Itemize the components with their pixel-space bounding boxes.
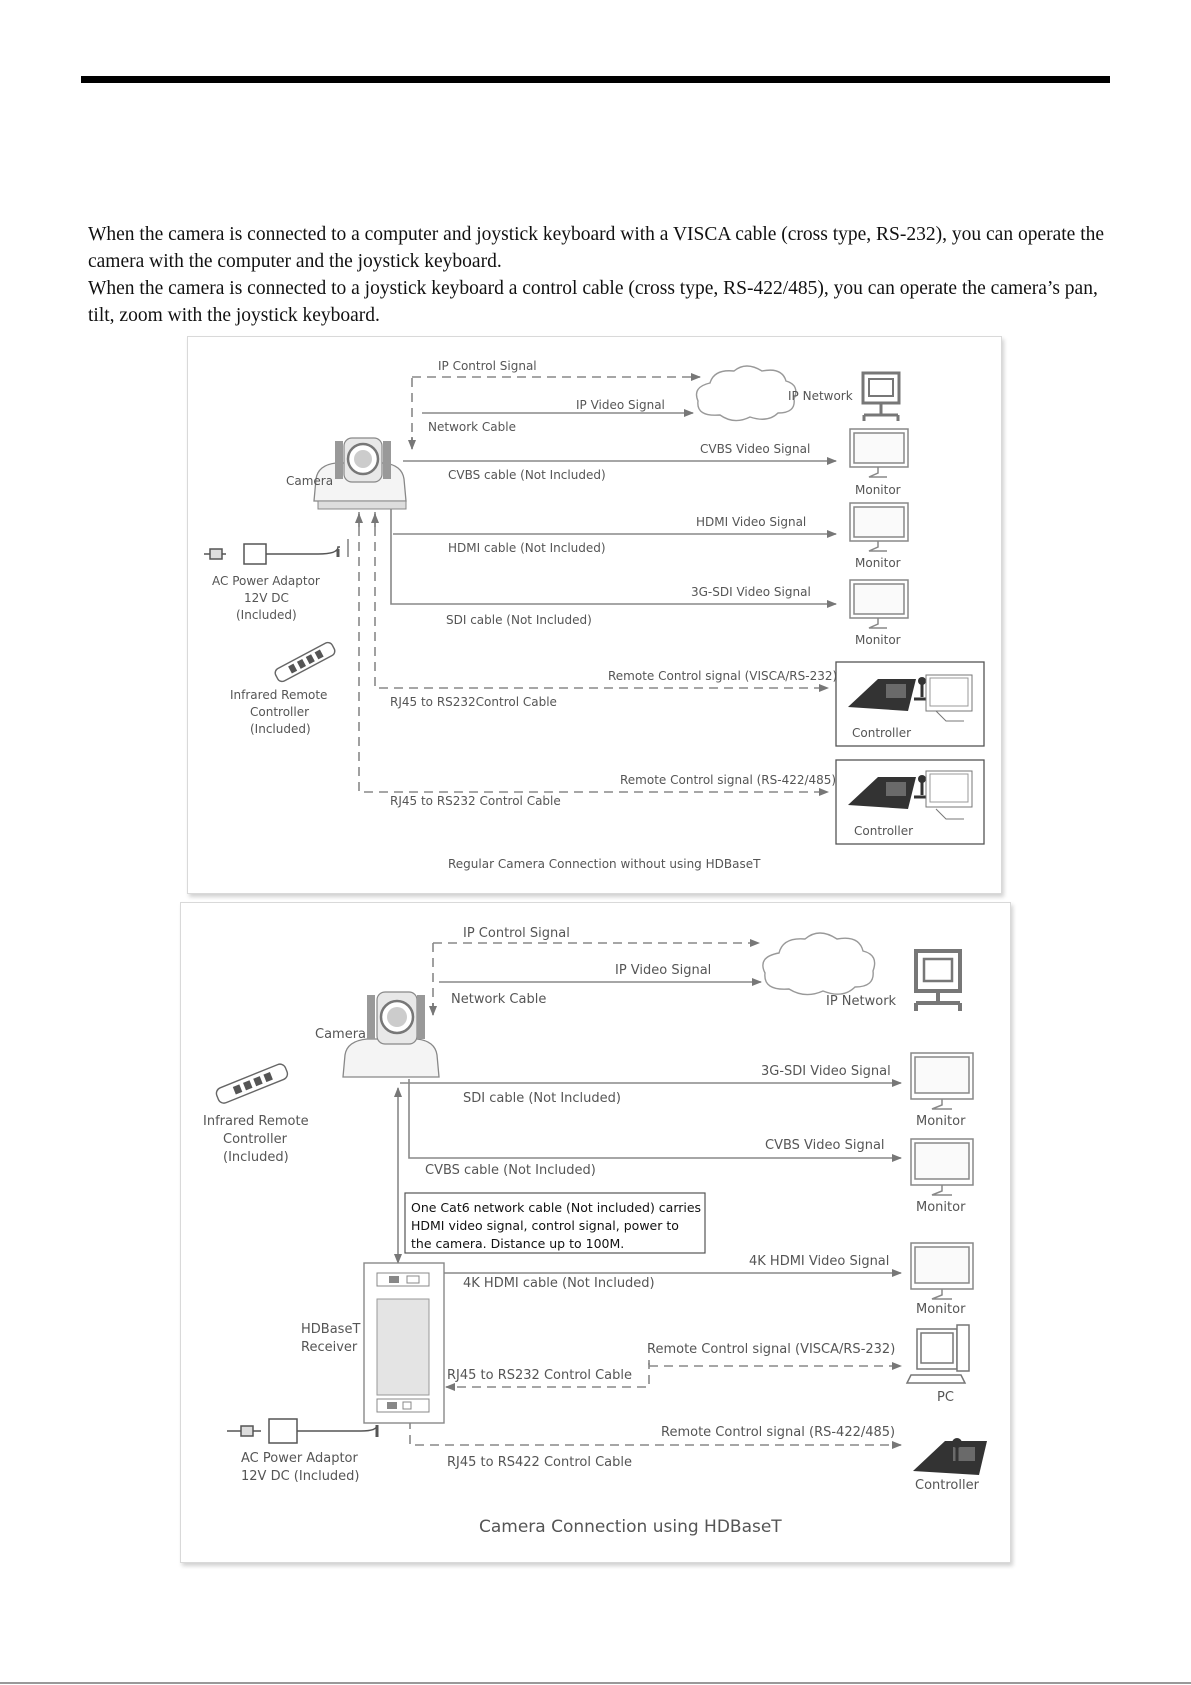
sdi-cable-label: SDI cable (Not Included) <box>446 613 592 627</box>
ip-control-signal-label: IP Control Signal <box>438 359 537 373</box>
infrared-remote-label-1: Infrared Remote <box>230 688 327 702</box>
diagram-regular-connection: IP Control Signal IP Video Signal IP Net… <box>187 336 1002 894</box>
infrared-remote-label-3: (Included) <box>250 722 311 736</box>
cloud-icon <box>695 365 797 422</box>
controller-label: Controller <box>852 726 911 740</box>
ip-control-signal-label: IP Control Signal <box>463 926 570 941</box>
note-line-3: the camera. Distance up to 100M. <box>411 1236 624 1251</box>
monitor-label: Monitor <box>916 1200 966 1215</box>
cvbs-video-signal-label: CVBS Video Signal <box>700 442 810 456</box>
monitor-label: Monitor <box>855 483 901 497</box>
monitor-label: Monitor <box>855 556 901 570</box>
monitor-label: Monitor <box>855 633 901 647</box>
intro-line-1: When the camera is connected to a comput… <box>88 224 1105 245</box>
rj45-rs232b-label: RJ45 to RS232 Control Cable <box>390 794 561 808</box>
hdbaset-label-2: Receiver <box>301 1340 358 1355</box>
ac-adaptor-label-2: 12V DC (Included) <box>241 1469 360 1484</box>
remote-control-422-label: Remote Control signal (RS-422/485) <box>620 773 836 787</box>
monitor-icon <box>910 1052 974 1300</box>
pc-icon <box>905 1324 970 1384</box>
network-cable-label: Network Cable <box>451 992 546 1007</box>
intro-paragraph: When the camera is connected to a comput… <box>88 221 1113 329</box>
ip-video-signal-label: IP Video Signal <box>615 963 711 978</box>
ip-video-signal-label: IP Video Signal <box>576 398 665 412</box>
controller-label: Controller <box>854 824 913 838</box>
intro-line-4: tilt, zoom with the joystick keyboard. <box>88 305 380 326</box>
rj45-rs232-label: RJ45 to RS232Control Cable <box>390 695 557 709</box>
power-adaptor-icon <box>227 1418 379 1444</box>
diagram-hdbaset-svg: IP Control Signal IP Video Signal Networ… <box>203 926 987 1537</box>
controller-icon <box>913 1438 987 1475</box>
infrared-remote-icon <box>215 1063 289 1104</box>
camera-label: Camera <box>286 474 333 488</box>
hdbaset-label-1: HDBaseT <box>301 1322 360 1337</box>
infrared-remote-label-1: Infrared Remote <box>203 1114 309 1129</box>
ac-adaptor-label-1: AC Power Adaptor <box>212 574 320 588</box>
hdmi4k-cable-label: 4K HDMI cable (Not Included) <box>463 1276 655 1291</box>
diagram2-caption: Camera Connection using HDBaseT <box>479 1517 782 1537</box>
cvbs-cable-label: CVBS cable (Not Included) <box>448 468 606 482</box>
hdbaset-receiver-icon <box>363 1262 445 1424</box>
ac-adaptor-label-2: 12V DC <box>244 591 289 605</box>
controller-box-2 <box>835 759 985 845</box>
computer-icon <box>861 371 901 421</box>
monitor-icon <box>849 428 909 629</box>
sdi-cable-label: SDI cable (Not Included) <box>463 1091 621 1106</box>
intro-line-3: When the camera is connected to a joysti… <box>88 278 1098 299</box>
hdmi-video-signal-label: HDMI Video Signal <box>696 515 806 529</box>
ac-adaptor-label-3: (Included) <box>236 608 297 622</box>
controller-box-1 <box>835 661 985 747</box>
camera-icon <box>342 991 440 1078</box>
header-rule <box>81 76 1110 83</box>
footer-rule <box>0 1682 1191 1684</box>
remote-control-visca-label: Remote Control signal (VISCA/RS-232) <box>608 669 837 683</box>
diagram-regular-svg: IP Control Signal IP Video Signal IP Net… <box>204 359 985 871</box>
ip-network-label: IP Network <box>788 389 853 403</box>
diagram1-caption: Regular Camera Connection without using … <box>448 857 761 871</box>
infrared-remote-label-3: (Included) <box>223 1150 289 1165</box>
hdmi4k-video-signal-label: 4K HDMI Video Signal <box>749 1254 889 1269</box>
pc-label: PC <box>937 1390 954 1405</box>
controller-label: Controller <box>915 1478 980 1493</box>
cloud-icon <box>762 932 876 996</box>
camera-label: Camera <box>315 1027 366 1042</box>
note-line-2: HDMI video signal, control signal, power… <box>411 1218 679 1233</box>
sdi-video-signal-label: 3G-SDI Video Signal <box>761 1064 891 1079</box>
ip-network-label: IP Network <box>826 994 897 1009</box>
ac-adaptor-label-1: AC Power Adaptor <box>241 1451 358 1466</box>
rj45-rs422-label: RJ45 to RS422 Control Cable <box>447 1455 632 1470</box>
computer-icon <box>914 949 962 1011</box>
cvbs-video-signal-label: CVBS Video Signal <box>765 1138 885 1153</box>
rj45-rs232-label: RJ45 to RS232 Control Cable <box>447 1368 632 1383</box>
hdmi-cable-label: HDMI cable (Not Included) <box>448 541 606 555</box>
note-line-1: One Cat6 network cable (Not included) ca… <box>411 1200 701 1215</box>
power-adaptor-icon <box>204 543 340 565</box>
cvbs-cable-label: CVBS cable (Not Included) <box>425 1163 596 1178</box>
camera-icon <box>313 437 407 510</box>
infrared-remote-icon <box>274 641 336 683</box>
intro-line-2: camera with the computer and the joystic… <box>88 251 502 272</box>
remote-control-422-label: Remote Control signal (RS-422/485) <box>661 1425 895 1440</box>
network-cable-label: Network Cable <box>428 420 516 434</box>
note-box <box>404 1192 706 1254</box>
infrared-remote-label-2: Controller <box>250 705 309 719</box>
diagram-hdbaset-connection: IP Control Signal IP Video Signal Networ… <box>180 902 1011 1563</box>
monitor-label: Monitor <box>916 1114 966 1129</box>
remote-control-visca-label: Remote Control signal (VISCA/RS-232) <box>647 1342 895 1357</box>
infrared-remote-label-2: Controller <box>223 1132 288 1147</box>
monitor-label: Monitor <box>916 1302 966 1317</box>
sdi-video-signal-label: 3G-SDI Video Signal <box>691 585 811 599</box>
